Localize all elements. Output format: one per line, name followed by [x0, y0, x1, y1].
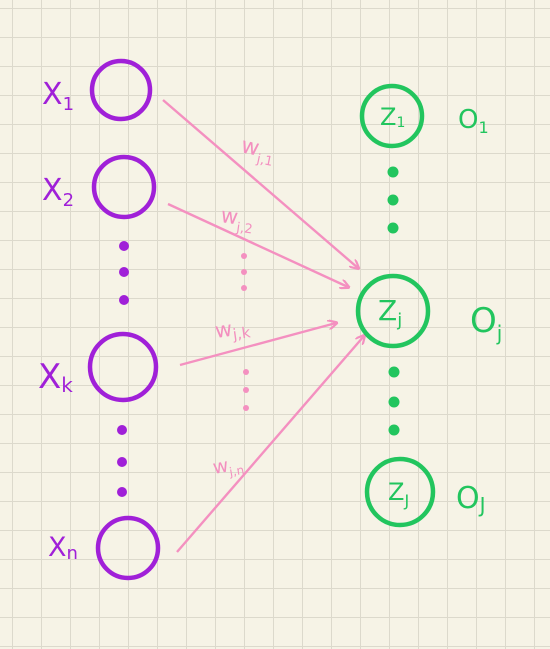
- output-node-label-zj: Zj: [378, 294, 402, 331]
- input-dot: [117, 425, 127, 435]
- output-dot: [387, 166, 399, 178]
- weight-dot: [243, 405, 249, 411]
- output-node-label-z1: Z1: [380, 103, 405, 131]
- output-layer: [355, 83, 436, 528]
- output-dot: [388, 366, 400, 378]
- input-label-x2: X2: [42, 173, 74, 211]
- arrow-x2-to-zj: [167, 202, 348, 287]
- input-dot: [117, 457, 127, 467]
- input-dot: [119, 295, 129, 305]
- weight-dot: [241, 269, 247, 275]
- weight-label-j1: wj,1: [238, 133, 278, 169]
- weight-label-jn: wj,n: [211, 452, 245, 482]
- input-label-x1: X1: [42, 77, 74, 115]
- input-node-xk: [87, 331, 159, 403]
- weight-dot: [243, 369, 249, 375]
- input-label-xk: Xk: [38, 357, 73, 397]
- weight-label-j2: wj,2: [218, 203, 255, 237]
- input-node-x2: [91, 154, 157, 220]
- arrow-xn-to-zj: [176, 336, 364, 553]
- weight-arrows: [162, 99, 364, 553]
- arrow-x1-to-zj: [162, 99, 358, 268]
- input-label-xn: Xn: [48, 532, 78, 564]
- output-dot: [388, 424, 400, 436]
- input-dot: [119, 241, 129, 251]
- input-layer: [87, 58, 161, 581]
- output-node-z1: [359, 83, 425, 149]
- weight-dot: [241, 253, 247, 259]
- output-value-oj: Oj: [470, 301, 502, 345]
- weight-dot: [241, 285, 247, 291]
- input-node-x1: [89, 58, 153, 122]
- weight-dot: [243, 387, 249, 393]
- output-dot: [388, 396, 400, 408]
- input-dot: [119, 267, 129, 277]
- arrow-xk-to-zj: [179, 323, 336, 367]
- output-value-oJ: OJ: [456, 481, 486, 517]
- input-ellipsis: [117, 241, 129, 497]
- output-value-o1: O1: [458, 105, 489, 137]
- input-dot: [117, 487, 127, 497]
- output-node-zj: [355, 273, 431, 349]
- output-dot: [387, 194, 399, 206]
- weight-label-jk: wj,k: [213, 314, 252, 346]
- output-node-label-zJ: ZJ: [388, 478, 409, 510]
- output-ellipsis: [387, 166, 400, 436]
- weight-ellipsis: [241, 253, 249, 411]
- input-node-xn: [95, 515, 161, 581]
- output-node-zJ: [364, 456, 436, 528]
- output-dot: [387, 222, 399, 234]
